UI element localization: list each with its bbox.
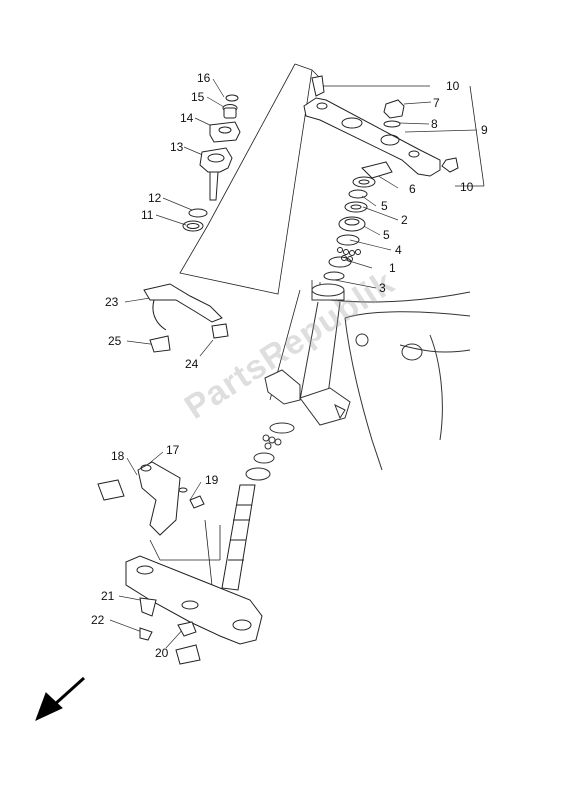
callout-15: 15: [191, 90, 205, 104]
callout-25: 25: [108, 334, 122, 348]
callout-18: 18: [111, 449, 125, 463]
callout-14: 14: [180, 111, 194, 125]
callout-23: 23: [105, 295, 119, 309]
callout-5-upper: 5: [381, 199, 388, 213]
callout-5-lower: 5: [383, 228, 390, 242]
leader-lines: [149, 63, 485, 596]
callout-8: 8: [431, 117, 438, 131]
steering-stem-nut-stack: [182, 94, 241, 232]
callout-2: 2: [401, 213, 408, 227]
callout-9: 9: [481, 123, 488, 137]
callout-10-right: 10: [460, 180, 474, 194]
callout-17: 17: [166, 443, 180, 457]
callout-1: 1: [389, 261, 396, 275]
bracket-assembly: [97, 461, 205, 536]
callout-6: 6: [409, 182, 416, 196]
callout-19: 19: [205, 473, 219, 487]
callout-16: 16: [197, 71, 211, 85]
frame-head-tube: [264, 283, 471, 471]
callout-22: 22: [91, 613, 105, 627]
callout-24: 24: [185, 357, 199, 371]
callout-3: 3: [379, 281, 386, 295]
arrow-down-left-icon: [35, 676, 86, 721]
callout-13: 13: [170, 140, 184, 154]
callout-21: 21: [101, 589, 115, 603]
bearing-stack: [323, 161, 393, 281]
upper-bracket: [303, 75, 459, 177]
callout-7: 7: [433, 96, 440, 110]
callout-10-top: 10: [446, 79, 460, 93]
cable-guide: [143, 283, 229, 353]
callout-11: 11: [141, 208, 154, 222]
callout-20: 20: [155, 646, 169, 660]
callout-12: 12: [148, 191, 162, 205]
steering-stem-under-bracket: [125, 484, 263, 665]
lower-bearing-parts: [245, 422, 295, 481]
callout-4: 4: [395, 243, 402, 257]
